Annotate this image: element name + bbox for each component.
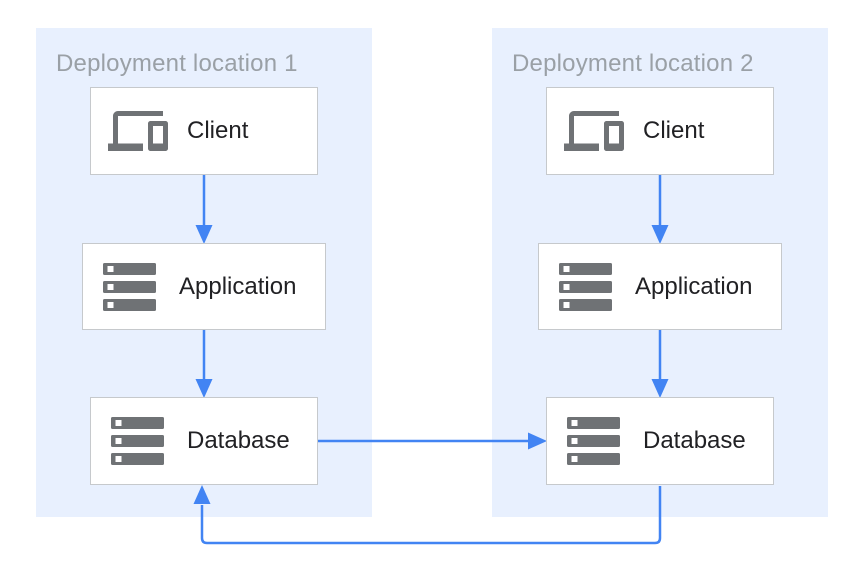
node-database-1: Database <box>90 397 318 485</box>
node-application-2: Application <box>538 243 782 330</box>
node-client-1: Client <box>90 87 318 175</box>
node-label: Application <box>635 272 753 300</box>
devices-icon <box>107 101 169 161</box>
server-stack-icon <box>107 417 169 465</box>
node-client-2: Client <box>546 87 774 175</box>
node-label: Application <box>179 272 297 300</box>
node-database-2: Database <box>546 397 774 485</box>
devices-icon <box>563 101 625 161</box>
panel-2-title: Deployment location 2 <box>512 50 754 77</box>
node-application-1: Application <box>82 243 326 330</box>
node-label: Database <box>187 427 290 454</box>
node-label: Database <box>643 427 746 454</box>
node-label: Client <box>643 117 705 144</box>
server-stack-icon <box>99 262 161 311</box>
panel-1-title: Deployment location 1 <box>56 50 298 77</box>
server-stack-icon <box>563 417 625 465</box>
server-stack-icon <box>555 262 617 311</box>
node-label: Client <box>187 117 249 144</box>
